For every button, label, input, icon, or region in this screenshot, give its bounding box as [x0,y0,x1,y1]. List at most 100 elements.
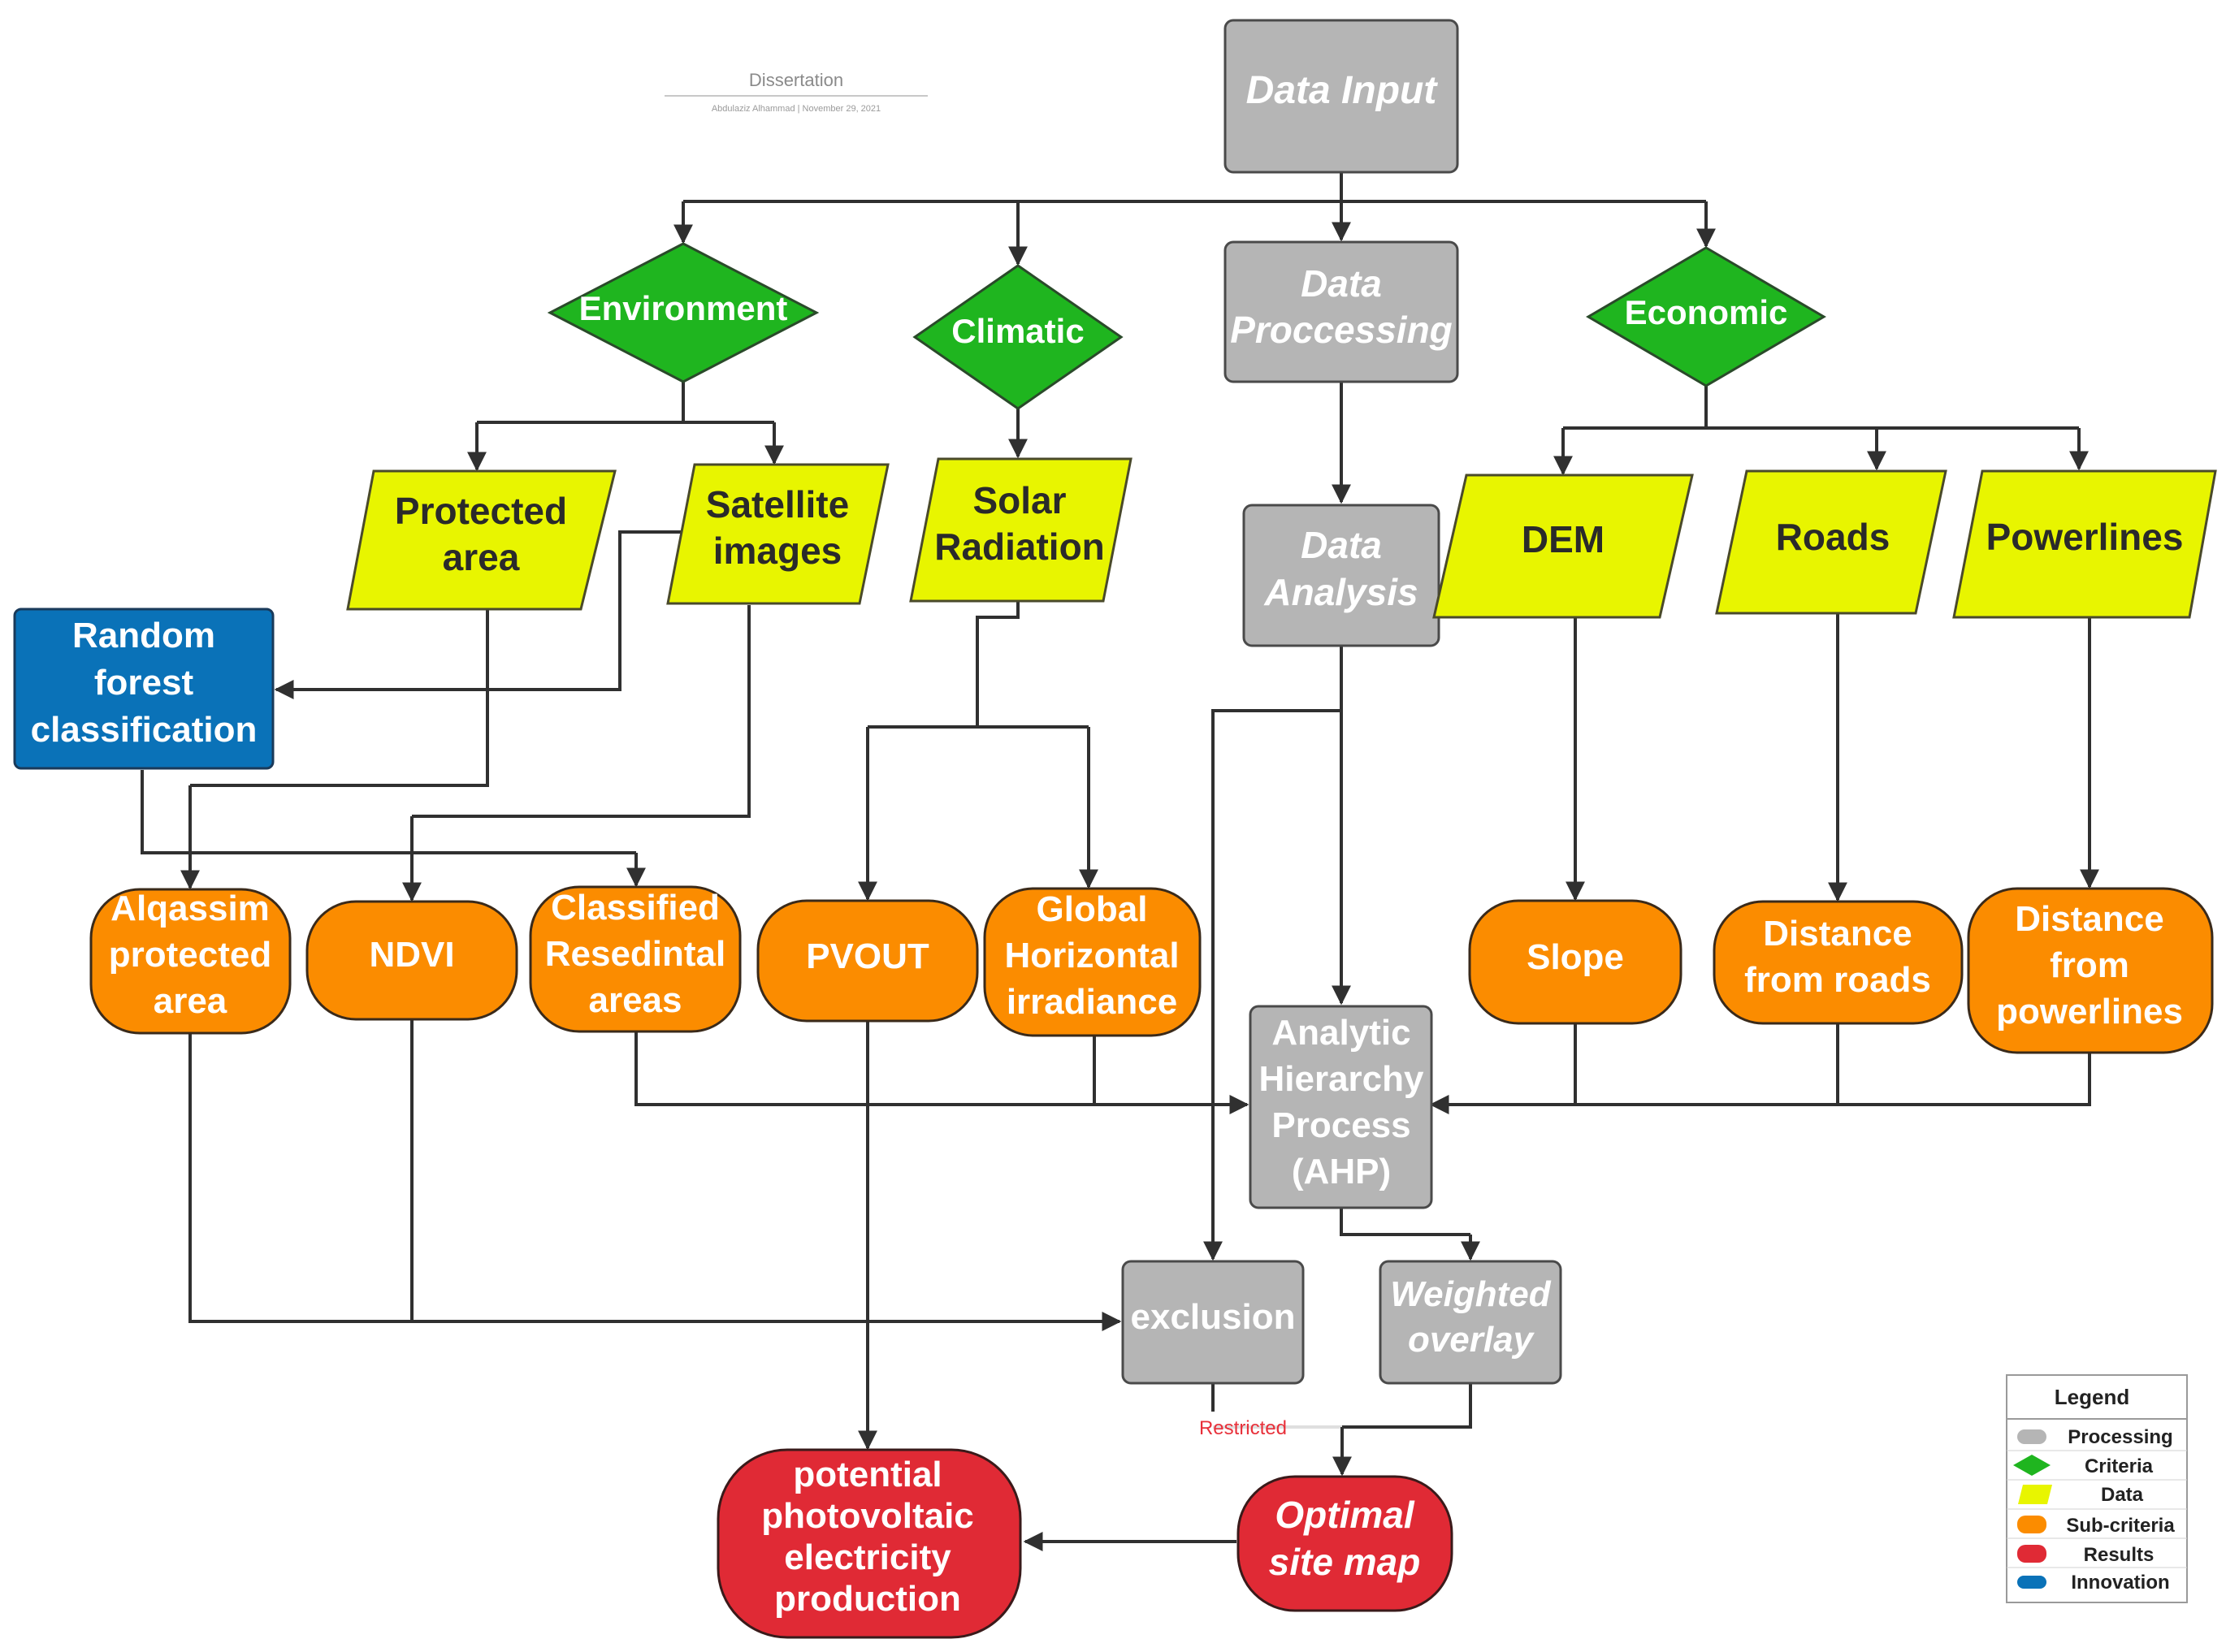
classified-line-1: Classified [551,888,720,928]
pv-production-line-1: potential [793,1455,942,1494]
alqassim-line-3: area [154,981,227,1021]
legend-label-results: Results [2084,1544,2155,1566]
node-random-forest: Random forest classification [13,608,275,770]
node-exclusion: exclusion [1121,1260,1305,1385]
pv-production-line-3: electricity [784,1537,951,1577]
roads-label: Roads [1776,516,1890,558]
legend-item-data: Data [2007,1484,2187,1510]
economic-label: Economic [1625,293,1788,331]
ahp-line-3: Process [1271,1105,1410,1145]
node-ahp: Analytic Hierarchy Process (AHP) [1249,1005,1433,1209]
pv-production-line-2: photovoltaic [761,1496,974,1536]
node-slope: Slope [1468,899,1682,1025]
legend-item-criteria: Criteria [2007,1455,2187,1481]
data-processing-line-2: Proccessing [1230,309,1453,351]
ghi-line-1: Global [1037,889,1148,929]
node-data-analysis: Data Analysis [1242,504,1440,647]
legend-label-criteria: Criteria [2085,1455,2154,1477]
node-classified-residential-areas: Classified Resedintal areas [529,885,742,1033]
data-analysis-line-2: Analysis [1263,571,1418,613]
legend-label-data: Data [2101,1484,2144,1506]
node-powerlines: Powerlines [1952,469,2217,619]
node-distance-from-powerlines: Distance from powerlines [1967,887,2214,1054]
dem-label: DEM [1522,518,1605,560]
legend-title: Legend [2055,1385,2129,1409]
powerlines-label: Powerlines [1986,516,2184,558]
legend-swatch-subcriteria [2017,1516,2046,1533]
classified-line-3: areas [588,980,682,1020]
environment-label: Environment [579,289,788,327]
ndvi-label: NDVI [369,935,454,975]
node-environment: Environment [547,242,820,383]
ahp-line-1: Analytic [1271,1013,1410,1053]
legend-swatch-innovation [2017,1576,2046,1589]
edge-analysis-branch [1211,709,1341,716]
weighted-overlay-line-1: Weighted [1390,1274,1551,1314]
legend-swatch-criteria [2013,1455,2051,1476]
random-forest-line-2: forest [94,663,194,703]
weighted-overlay-line-2: overlay [1408,1320,1535,1360]
document-header: Dissertation Abdulaziz Alhammad | Novemb… [665,70,928,114]
node-potential-pv-production: potential photovoltaic electricity produ… [717,1448,1022,1639]
legend-swatch-processing [2017,1429,2046,1444]
random-forest-line-1: Random [72,616,215,655]
pvout-label: PVOUT [806,936,929,976]
edge-protected-area-route [190,609,489,787]
climatic-label: Climatic [951,312,1084,350]
alqassim-line-1: Alqassim [110,889,270,928]
legend-label-processing: Processing [2068,1426,2172,1448]
protected-area-line-1: Protected [395,490,567,532]
data-processing-line-1: Data [1301,262,1382,305]
node-data-processing: Data Proccessing [1223,240,1459,383]
node-satellite-images: Satellite images [666,463,890,605]
distance-powerlines-line-2: from [2050,945,2129,985]
data-analysis-line-1: Data [1301,524,1382,566]
legend-label-subcriteria: Sub-criteria [2066,1515,2175,1537]
distance-roads-line-2: from roads [1744,960,1931,1000]
edge-weighted-down [1342,1383,1472,1429]
random-forest-line-3: classification [31,710,258,750]
document-title: Dissertation [749,70,843,90]
edge-classified-to-ahp [634,1031,1094,1106]
alqassim-line-2: protected [109,935,271,975]
edge-powerlines-to-ahp [1575,1053,2091,1106]
node-optimal-site-map: Optimal site map [1236,1475,1453,1612]
legend-item-subcriteria: Sub-criteria [2007,1515,2187,1539]
classified-line-2: Resedintal [545,934,726,974]
edges [141,172,2099,1551]
node-global-horizontal-irradiance: Global Horizontal irradiance [983,887,1202,1037]
satellite-images-line-1: Satellite [706,483,849,525]
restricted-edge-label: Restricted [1189,1412,1342,1441]
legend: Legend Processing Criteria Data Sub-crit… [2006,1374,2188,1603]
satellite-images-line-2: images [713,530,842,572]
edge-ahp-route [1340,1208,1470,1236]
data-input-label: Data Input [1246,69,1439,112]
edge-alqassim-to-exclusion [188,1033,412,1323]
legend-label-innovation: Innovation [2071,1572,2169,1594]
solar-radiation-line-1: Solar [972,479,1066,521]
edge-random-forest-route [141,770,636,854]
node-data-input: Data Input [1223,19,1459,174]
edge-environment-left [477,382,685,424]
optimal-site-line-1: Optimal [1275,1494,1414,1536]
node-climatic: Climatic [912,264,1124,410]
edge-satellite-to-random-forest [274,530,686,699]
ghi-line-3: irradiance [1007,982,1177,1022]
node-distance-from-roads: Distance from roads [1713,900,1964,1025]
node-roads: Roads [1715,469,1947,615]
edge-economic-left [1563,386,1708,430]
node-ndvi: NDVI [305,900,518,1021]
document-byline: Abdulaziz Alhammad | November 29, 2021 [712,104,881,114]
legend-swatch-results [2017,1545,2046,1563]
legend-swatch-data [2018,1485,2052,1504]
node-dem: DEM [1432,474,1694,619]
legend-item-results: Results [2007,1544,2187,1568]
distance-powerlines-line-3: powerlines [1996,992,2183,1031]
node-alqassim-protected-area: Alqassim protected area [89,888,292,1035]
node-protected-area: Protected area [346,469,617,611]
distance-roads-line-1: Distance [1763,914,1912,954]
ahp-line-4: (AHP) [1292,1152,1391,1191]
ahp-line-2: Hierarchy [1258,1059,1424,1099]
